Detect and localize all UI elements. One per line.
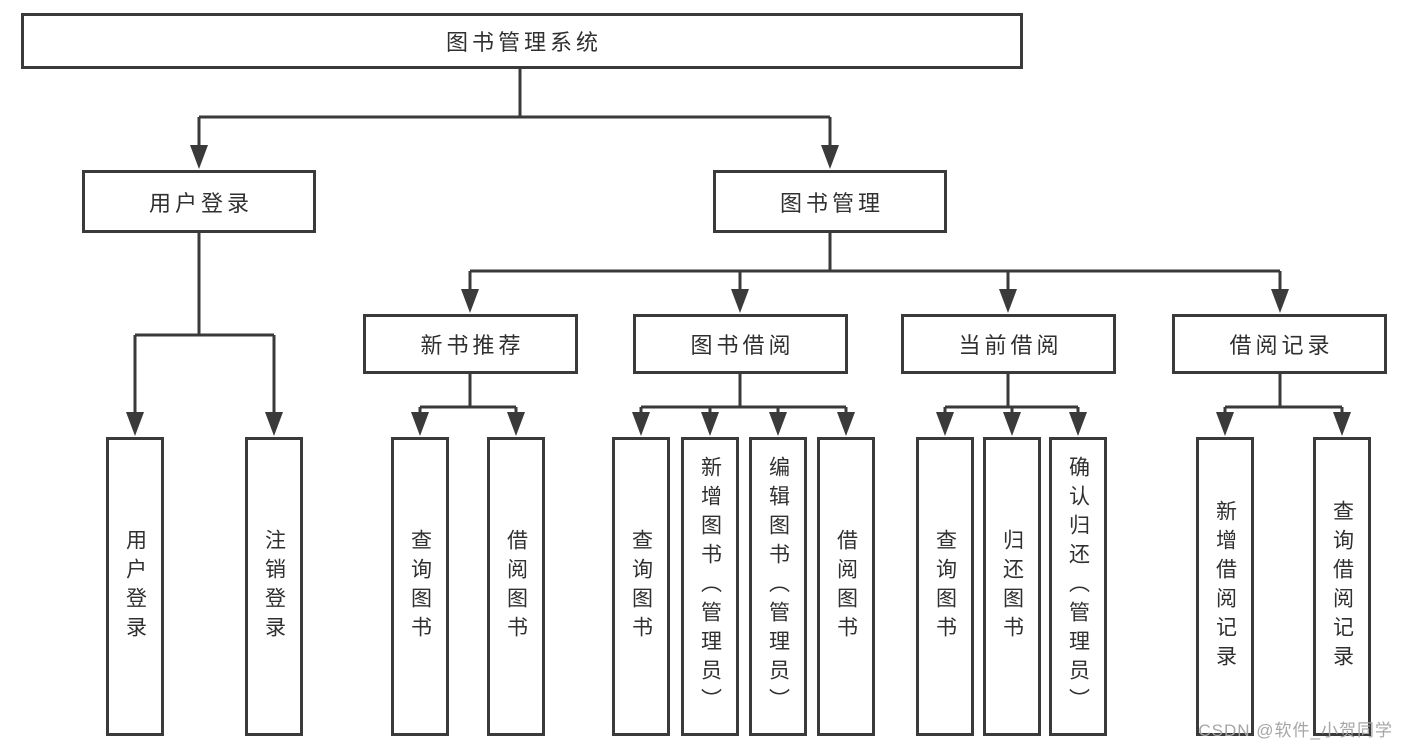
arrow-down-icon	[701, 412, 719, 436]
node-leaf-user-login: 用户登录	[106, 437, 164, 736]
arrow-down-icon	[507, 412, 525, 436]
node-leaf-query-borrow-record: 查询借阅记录	[1313, 437, 1371, 736]
connector-borrow-records-to-leaves	[1223, 372, 1344, 414]
arrow-down-icon	[632, 412, 650, 436]
arrow-down-icon	[731, 289, 749, 313]
node-leaf-edit-books-admin: 编辑图书（管理员）	[749, 437, 807, 736]
node-leaf-query-books-current: 查询图书	[916, 437, 974, 736]
node-leaf-logout: 注销登录	[245, 437, 303, 736]
node-leaf-add-books-admin: 新增图书（管理员）	[681, 437, 739, 736]
arrow-down-icon	[461, 289, 479, 313]
arrow-down-icon	[126, 412, 144, 436]
node-leaf-borrow-books-recommend: 借阅图书	[487, 437, 545, 736]
arrow-down-icon	[265, 412, 283, 436]
arrow-down-icon	[821, 145, 839, 169]
arrow-down-icon	[411, 412, 429, 436]
node-leaf-query-books-recommend: 查询图书	[391, 437, 449, 736]
node-root-system: 图书管理系统	[21, 13, 1023, 69]
node-module-new-book-recommend: 新书推荐	[363, 314, 578, 374]
arrow-down-icon	[837, 412, 855, 436]
arrow-down-icon	[936, 412, 954, 436]
csdn-watermark: CSDN @软件_小贺同学	[1198, 721, 1393, 740]
arrow-down-icon	[1271, 289, 1289, 313]
arrow-down-icon	[769, 412, 787, 436]
connector-book-borrow-to-leaves	[639, 372, 848, 414]
arrow-down-icon	[1069, 412, 1087, 436]
arrow-down-icon	[190, 145, 208, 169]
connector-new-book-to-leaves	[418, 372, 518, 414]
arrow-down-icon	[1333, 412, 1351, 436]
node-leaf-return-books: 归还图书	[983, 437, 1041, 736]
node-branch-book-management: 图书管理	[713, 170, 947, 233]
node-branch-user-login: 用户登录	[82, 170, 316, 233]
node-module-current-borrow: 当前借阅	[901, 314, 1116, 374]
node-module-borrow-records: 借阅记录	[1172, 314, 1387, 374]
node-leaf-confirm-return-admin: 确认归还（管理员）	[1049, 437, 1107, 736]
node-leaf-query-books-borrow: 查询图书	[612, 437, 670, 736]
node-leaf-add-borrow-record: 新增借阅记录	[1196, 437, 1254, 736]
connector-current-borrow-to-leaves	[943, 372, 1080, 414]
arrow-down-icon	[999, 289, 1017, 313]
arrow-down-icon	[1216, 412, 1234, 436]
connector-book-management-to-modules	[468, 231, 1282, 291]
node-module-book-borrow: 图书借阅	[633, 314, 848, 374]
connector-root-to-branches	[197, 67, 832, 148]
connector-user-login-to-leaves	[133, 231, 276, 414]
arrow-down-icon	[1003, 412, 1021, 436]
node-leaf-borrow-books: 借阅图书	[817, 437, 875, 736]
